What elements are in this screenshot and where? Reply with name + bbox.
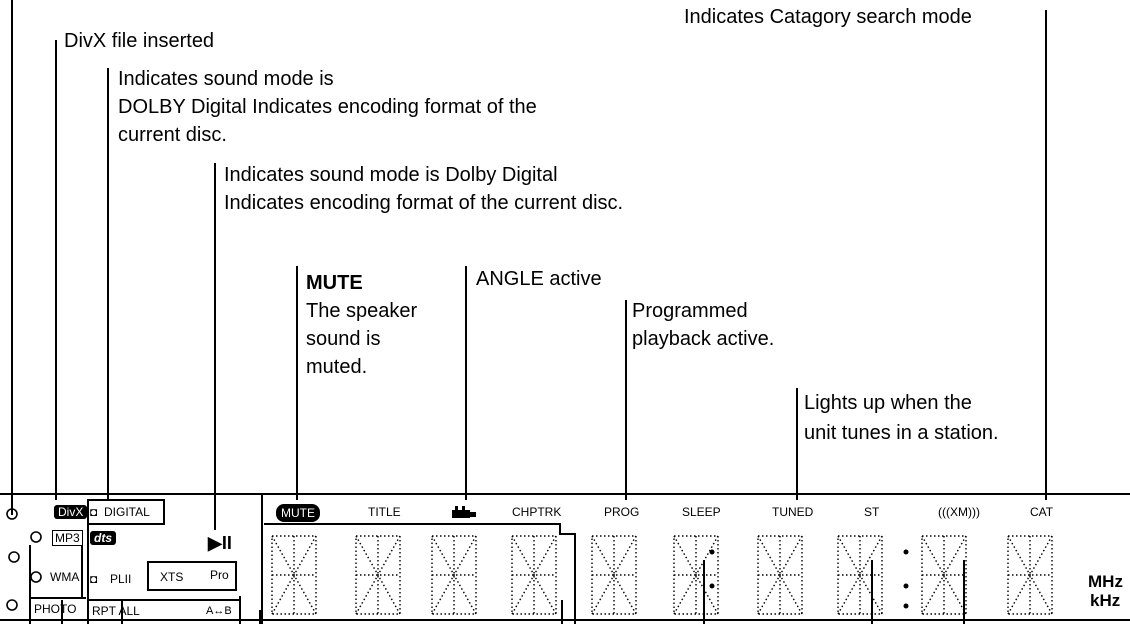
play-pause-icon: ▶II xyxy=(208,533,232,553)
chptrk-indicator: CHPTRK xyxy=(512,505,562,519)
segment-digit xyxy=(921,535,967,615)
dolby-d-icon: ◘ xyxy=(90,505,98,519)
mute-indicator: MUTE xyxy=(276,504,320,522)
digital-indicator: DIGITAL xyxy=(104,505,150,519)
prog-indicator: PROG xyxy=(604,505,640,519)
dolby-digital-callout-line3: current disc. xyxy=(118,124,227,146)
dts-indicator: dts xyxy=(90,531,116,545)
segment-digit xyxy=(1007,535,1053,615)
segment-digit xyxy=(673,535,719,615)
camera-icon xyxy=(452,506,476,518)
ab-repeat-indicator: A↔B xyxy=(206,605,232,617)
title-indicator: TITLE xyxy=(368,505,401,519)
segment-digit xyxy=(837,535,883,615)
khz-unit: kHz xyxy=(1090,591,1121,610)
segment-digit xyxy=(355,535,401,615)
angle-callout: ANGLE active xyxy=(476,268,602,290)
dolby-digital-callout-line2: DOLBY Digital Indicates encoding format … xyxy=(118,96,537,118)
dolby-digital-callout-line1: Indicates sound mode is xyxy=(118,68,334,90)
mute-callout-line3: muted. xyxy=(306,356,368,378)
tuned-callout-line1: Lights up when the xyxy=(804,392,972,414)
mute-callout-line2: sound is xyxy=(306,328,381,350)
tuned-callout-line2: unit tunes in a station. xyxy=(804,422,999,444)
prog-callout-line2: playback active. xyxy=(632,328,775,350)
sleep-indicator: SLEEP xyxy=(682,505,721,519)
xts-indicator: XTS xyxy=(160,570,184,584)
pl2-indicator: PLII xyxy=(110,572,132,586)
prog-callout-line1: Programmed xyxy=(632,300,748,322)
xm-indicator: (((XM))) xyxy=(938,505,980,519)
tuned-indicator: TUNED xyxy=(772,505,814,519)
segment-digit xyxy=(271,535,317,615)
pro-indicator: Pro xyxy=(210,568,229,582)
segment-digit xyxy=(431,535,477,615)
divx-callout: DivX file inserted xyxy=(64,30,215,52)
cat-indicator: CAT xyxy=(1030,505,1054,519)
mp3-indicator: MP3 xyxy=(52,530,83,546)
dolby-pl-callout-line2: Indicates encoding format of the current… xyxy=(224,192,624,214)
mute-callout-line1: The speaker xyxy=(306,300,418,322)
segment-digit xyxy=(591,535,637,615)
dolby-pl-callout-line1: Indicates sound mode is Dolby Digital xyxy=(224,164,558,186)
segment-digit xyxy=(757,535,803,615)
st-indicator: ST xyxy=(864,505,880,519)
divx-indicator: DivX xyxy=(54,505,88,519)
segment-digit xyxy=(511,535,557,615)
photo-indicator: PHOTO xyxy=(34,602,77,616)
mhz-unit: MHz xyxy=(1088,572,1123,591)
mute-callout-title: MUTE xyxy=(306,272,363,294)
wma-indicator: WMA xyxy=(50,570,80,584)
rpt-all-indicator: RPT ALL xyxy=(92,604,140,618)
catagory-callout: Indicates Catagory search mode xyxy=(684,6,972,28)
dolby-pl-icon: ◘ xyxy=(90,572,98,586)
